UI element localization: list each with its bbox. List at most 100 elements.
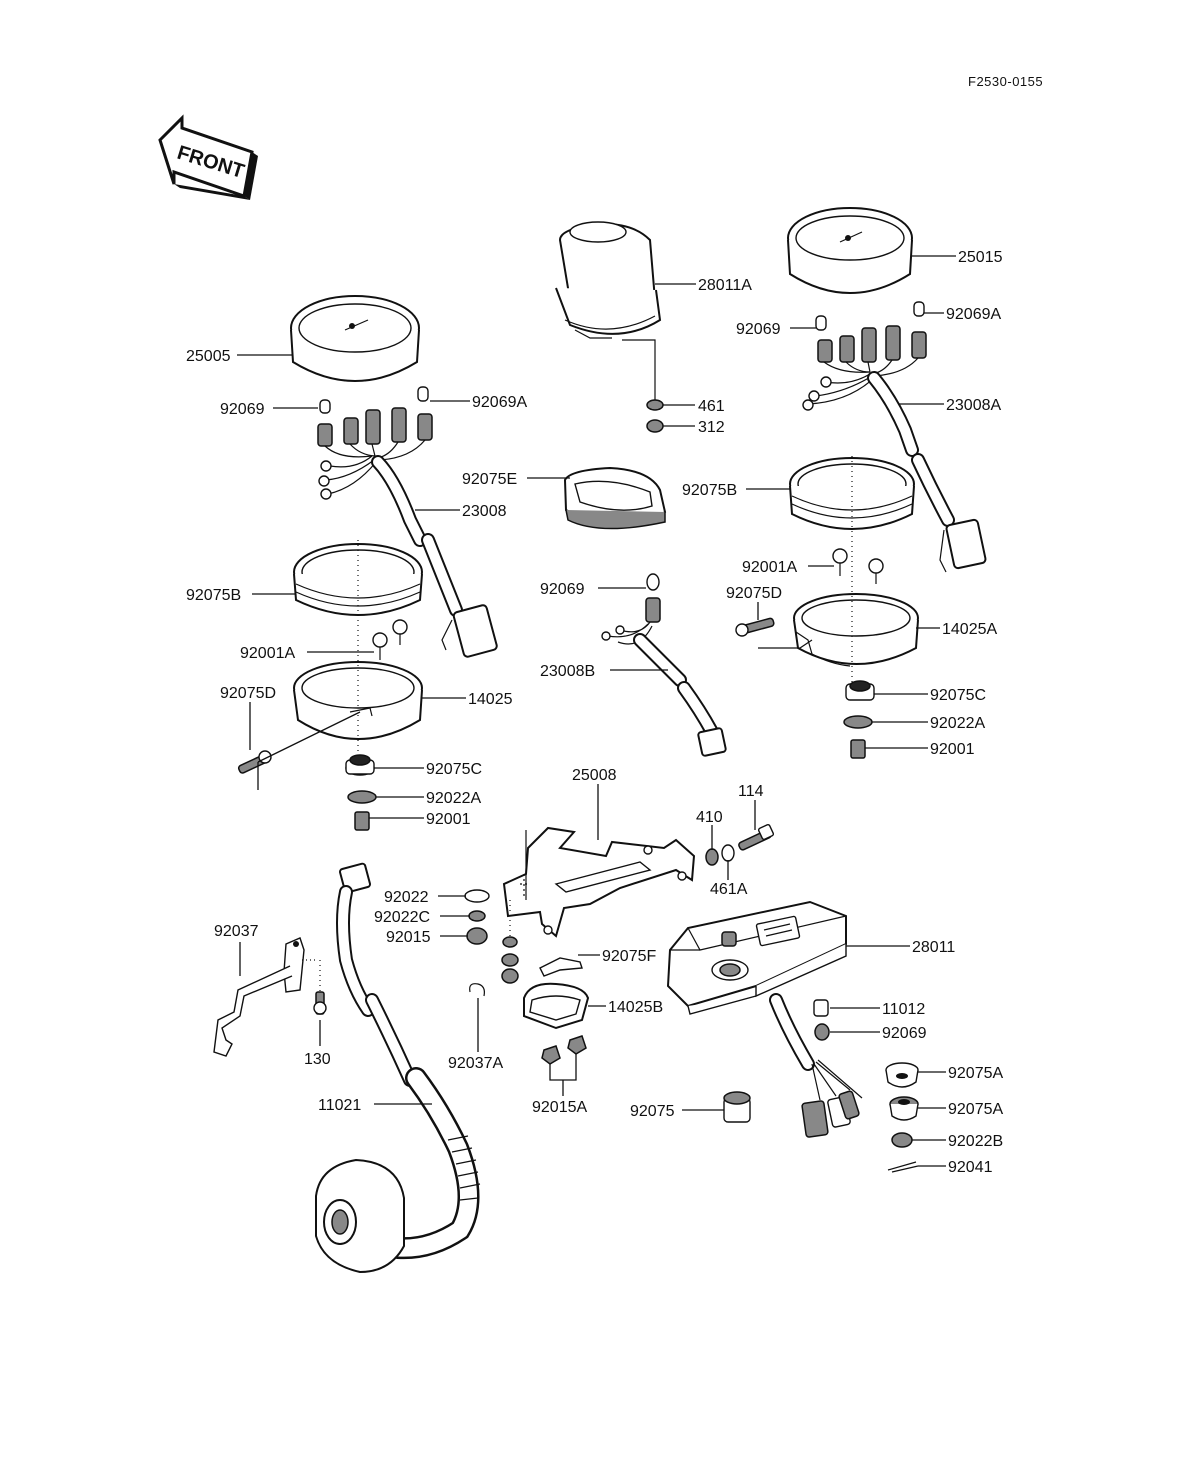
center-fuel-gauge-assembly: 28011A 461 312 92075E 92069 23008B bbox=[462, 221, 752, 757]
label-92069-center: 92069 bbox=[540, 581, 585, 598]
label-92075A-2: 92075A bbox=[948, 1101, 1003, 1118]
grommet-92075A-2-part bbox=[889, 1096, 919, 1121]
screws-92001A-left-part bbox=[372, 619, 408, 660]
drawing-code: F2530-0155 bbox=[968, 74, 1043, 89]
indicator-leaders bbox=[682, 945, 946, 1167]
label-92075A-1: 92075A bbox=[948, 1065, 1003, 1082]
label-92022A-left: 92022A bbox=[426, 790, 481, 807]
label-23008A: 23008A bbox=[946, 397, 1001, 414]
cable-11021-part bbox=[315, 862, 481, 1274]
label-11012: 11012 bbox=[882, 1001, 925, 1018]
lower-left-assembly: 92037 130 11021 bbox=[213, 862, 481, 1274]
ring-92075B-right-part bbox=[789, 457, 915, 530]
case-14025B-part bbox=[523, 982, 590, 1030]
label-92001A-right: 92001A bbox=[742, 559, 797, 576]
bracket-92075F-part bbox=[539, 957, 583, 977]
front-arrow-icon: FRONT bbox=[158, 114, 258, 200]
label-25005: 25005 bbox=[186, 348, 231, 365]
label-11021: 11021 bbox=[318, 1097, 361, 1114]
label-461: 461 bbox=[698, 398, 725, 415]
label-92069-right: 92069 bbox=[736, 321, 781, 338]
case-14025-part bbox=[293, 661, 423, 740]
bulb-11012-part bbox=[813, 999, 829, 1017]
label-92075B-left: 92075B bbox=[186, 587, 241, 604]
label-23008B: 23008B bbox=[540, 663, 595, 680]
label-92015A: 92015A bbox=[532, 1099, 587, 1116]
label-28011A: 28011A bbox=[698, 277, 752, 294]
screw-130-part bbox=[313, 991, 327, 1015]
label-114: 114 bbox=[738, 783, 764, 800]
harness-23008B-part bbox=[601, 573, 727, 757]
right-leaders bbox=[746, 255, 956, 749]
bulb-sockets-left-part bbox=[317, 386, 433, 500]
fuel-gauge-28011A-part bbox=[555, 221, 662, 339]
harness-23008A-part bbox=[867, 371, 987, 573]
bracket-assembly: 25008 114 410 461A 92022 92022C 92015 92… bbox=[374, 767, 775, 1116]
label-14025A: 14025A bbox=[942, 621, 997, 638]
bulb-sockets-right-part bbox=[802, 301, 927, 411]
label-25015: 25015 bbox=[958, 249, 1003, 266]
label-92069A-left: 92069A bbox=[472, 394, 527, 411]
label-92075C-left: 92075C bbox=[426, 761, 482, 778]
washer-92022A-left-part bbox=[347, 790, 377, 804]
label-92075D-left: 92075D bbox=[220, 685, 276, 702]
screw-92075D-left-part bbox=[237, 750, 272, 774]
ring-92075B-left-part bbox=[293, 543, 423, 616]
nut-461-part bbox=[646, 399, 664, 411]
nut-312-part bbox=[646, 419, 664, 433]
label-461A: 461A bbox=[710, 881, 748, 898]
label-14025B: 14025B bbox=[608, 999, 663, 1016]
label-92075E: 92075E bbox=[462, 471, 517, 488]
right-gauge-assembly: 25015 92069 92069A 23008A 92075B 92001A … bbox=[682, 207, 1003, 759]
label-25008: 25008 bbox=[572, 767, 617, 784]
washer-461A-part bbox=[721, 844, 735, 862]
washer-92022B-part bbox=[891, 1132, 913, 1148]
label-92037: 92037 bbox=[214, 923, 259, 940]
label-23008: 23008 bbox=[462, 503, 507, 520]
label-92069A-right: 92069A bbox=[946, 306, 1001, 323]
label-92015: 92015 bbox=[386, 929, 431, 946]
pin-92041-part bbox=[887, 1161, 919, 1173]
grommet-92075-part bbox=[723, 1091, 751, 1123]
screw-92075D-right-part bbox=[735, 617, 775, 637]
label-92075C-right: 92075C bbox=[930, 687, 986, 704]
bulb-92069-bottom-part bbox=[814, 1023, 830, 1041]
bracket-25008-part bbox=[502, 826, 696, 938]
case-14025A-part bbox=[793, 593, 919, 667]
center-leaders bbox=[527, 283, 696, 671]
label-92075D-right: 92075D bbox=[726, 585, 782, 602]
label-92022C: 92022C bbox=[374, 909, 430, 926]
label-92022B: 92022B bbox=[948, 1133, 1003, 1150]
label-92069-left: 92069 bbox=[220, 401, 265, 418]
harness-23008-part bbox=[371, 455, 498, 658]
label-92022A-right: 92022A bbox=[930, 715, 985, 732]
screws-92001A-right-part bbox=[832, 548, 884, 584]
label-92001-right: 92001 bbox=[930, 741, 975, 758]
label-92041: 92041 bbox=[948, 1159, 993, 1176]
label-92022: 92022 bbox=[384, 889, 429, 906]
label-130: 130 bbox=[304, 1051, 331, 1068]
label-92037A: 92037A bbox=[448, 1055, 503, 1072]
cushion-92075E-part bbox=[563, 466, 667, 530]
nuts-92015A-part bbox=[541, 1035, 587, 1065]
grommet-92075C-left-part bbox=[345, 754, 375, 776]
indicator-assembly: 28011 11012 92069 92075A 92075A 92075 92… bbox=[630, 900, 1003, 1176]
label-28011: 28011 bbox=[912, 939, 955, 956]
label-92075: 92075 bbox=[630, 1103, 675, 1120]
left-leaders bbox=[237, 354, 470, 819]
indicator-28011-part bbox=[666, 900, 847, 1015]
clip-92037A-part bbox=[469, 983, 485, 997]
label-92001A-left: 92001A bbox=[240, 645, 295, 662]
gauge-25005-part bbox=[290, 295, 420, 382]
label-92075B-right: 92075B bbox=[682, 482, 737, 499]
label-410: 410 bbox=[696, 809, 723, 826]
bolt-114-part bbox=[738, 823, 775, 851]
label-92001-left: 92001 bbox=[426, 811, 471, 828]
grommet-92075C-right-part bbox=[845, 680, 875, 701]
left-gauge-assembly: 25005 92069 92069A 23008 92075B 92001A 9… bbox=[186, 295, 527, 831]
label-92069-bottom: 92069 bbox=[882, 1025, 927, 1042]
bracket-leaders bbox=[438, 784, 756, 1096]
lower-left-leaders bbox=[239, 942, 432, 1105]
bolt-92001-right-part bbox=[850, 739, 866, 759]
